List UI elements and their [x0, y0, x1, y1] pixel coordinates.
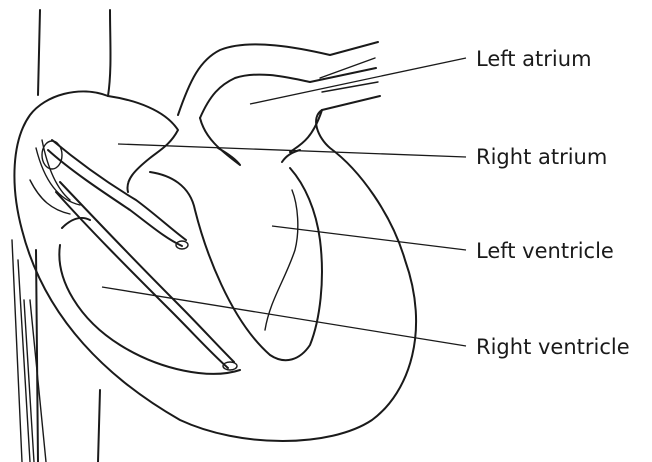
interventricular-septum: [150, 168, 322, 360]
label-left-ventricle: Left ventricle: [476, 239, 614, 263]
right-ventricle-inner: [59, 218, 240, 374]
label-right-ventricle: Right ventricle: [476, 335, 630, 359]
vena-cava-outline: [38, 10, 111, 96]
aorta-outline: [178, 42, 378, 118]
leader-left-ventricle: [272, 226, 466, 250]
labels: Left atrium Right atrium Left ventricle …: [476, 47, 630, 359]
pacemaker-lead-atrial-b: [52, 140, 186, 240]
lead-bundle: [12, 140, 80, 462]
leader-right-atrium: [118, 144, 466, 157]
leader-lines: [102, 58, 466, 346]
septum-upper: [200, 118, 240, 165]
vena-cava-lower: [36, 250, 100, 462]
label-right-atrium: Right atrium: [476, 145, 607, 169]
label-left-atrium: Left atrium: [476, 47, 592, 71]
leader-right-ventricle: [102, 287, 466, 346]
left-ventricle-inner: [265, 190, 298, 330]
